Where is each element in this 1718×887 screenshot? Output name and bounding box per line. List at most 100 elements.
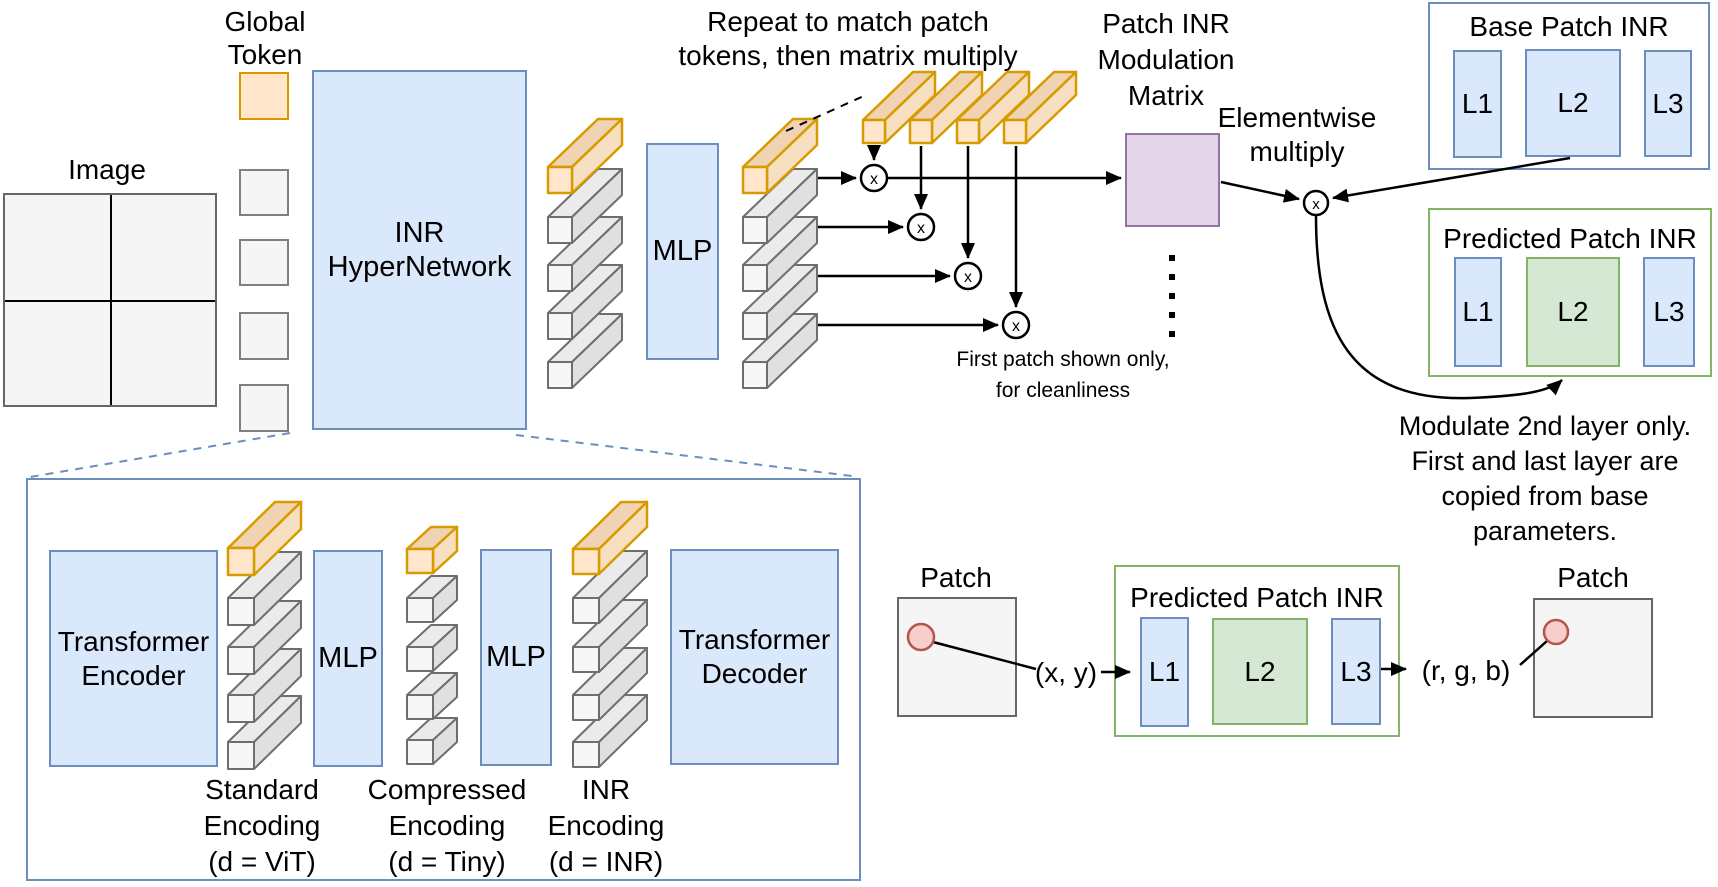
token-bar-face	[570, 117, 624, 195]
token-bar-face	[977, 70, 1031, 145]
rgb-output-label: (r, g, b)	[1421, 655, 1511, 686]
token-bar-face	[908, 70, 984, 122]
token-bar-face	[861, 70, 937, 122]
dashed-repeat-line	[785, 94, 867, 132]
token-bar-face	[547, 312, 573, 340]
token-bar-face	[883, 70, 937, 145]
token-bar-face	[742, 361, 768, 389]
elementwise-multiply-node: x	[1302, 189, 1330, 217]
base-layer-l3: L3	[1644, 50, 1692, 157]
token-bar-face	[571, 216, 623, 292]
token-bar-face	[861, 118, 887, 145]
dashed-zoom-left	[29, 432, 291, 478]
predicted-layer-l1: L1	[1454, 257, 1502, 367]
inference-layer-l2: L2	[1212, 618, 1308, 725]
token-bar-face	[547, 264, 573, 292]
token-bar-face	[930, 70, 984, 145]
standard-encoding-label: Standard Encoding (d = ViT)	[203, 774, 321, 877]
patch-token-square	[239, 239, 289, 286]
patch-token-square	[239, 169, 289, 216]
token-bar-face	[955, 118, 981, 145]
multiply-symbol: x	[870, 171, 878, 188]
image-grid-hline	[5, 300, 215, 302]
token-bar-face	[546, 117, 624, 169]
token-bar-face	[1002, 118, 1028, 145]
token-bar-face	[908, 118, 934, 145]
image-label: Image	[68, 154, 146, 185]
elementwise-multiply-label: Elementwise multiply	[1217, 102, 1377, 167]
image-thumbnail	[3, 193, 217, 407]
multiply-symbol: x	[1312, 196, 1320, 213]
token-bar-face	[571, 264, 623, 340]
token-bar-face	[741, 165, 769, 195]
inr-hypernetwork-box: INR HyperNetwork	[312, 70, 527, 430]
token-bar-face	[741, 117, 819, 169]
token-bar-face	[765, 117, 819, 195]
token-bar-face	[742, 168, 818, 218]
token-bar-face	[742, 264, 768, 292]
predicted-patch-inr-title: Predicted Patch INR	[1443, 223, 1697, 254]
repeat-note: Repeat to match patch tokens, then matri…	[678, 6, 1018, 71]
token-bar-face	[571, 168, 623, 244]
token-bar-face	[742, 312, 768, 340]
token-bar-face	[547, 168, 623, 218]
base-layer-l2: L2	[1525, 49, 1621, 157]
patch-token-square	[239, 384, 289, 432]
base-patch-inr-title: Base Patch INR	[1469, 11, 1669, 42]
inference-predicted-patch-inr-box: Predicted Patch INR L1 L2 L3	[1114, 565, 1400, 737]
dashed-zoom-right	[515, 434, 853, 477]
predicted-layer-l3: L3	[1643, 257, 1695, 367]
multiply-symbol: x	[917, 220, 925, 237]
multiply-symbol: x	[1012, 318, 1020, 335]
inr-encoding-label: INR Encoding (d = INR)	[547, 774, 665, 877]
token-bar-face	[742, 313, 818, 363]
token-bar-face	[742, 216, 768, 244]
token-bar-face	[766, 216, 818, 292]
multiply-node: x	[953, 261, 983, 291]
inference-layer-l1: L1	[1140, 617, 1189, 727]
multiply-node: x	[1001, 310, 1031, 340]
token-bar-face	[547, 313, 623, 363]
token-bar-face	[955, 70, 1031, 122]
xy-coordinate-label: (x, y)	[1034, 657, 1098, 688]
token-bar-face	[547, 264, 623, 314]
patch-square-right	[1533, 598, 1653, 718]
token-bar-face	[547, 216, 623, 266]
token-bar-face	[766, 168, 818, 244]
token-bar-face	[571, 313, 623, 389]
base-layer-l1: L1	[1453, 50, 1502, 158]
patch-square-left	[897, 597, 1017, 717]
patch-label-right: Patch	[1557, 562, 1629, 593]
token-bar-face	[547, 361, 573, 389]
inference-layer-l3: L3	[1331, 618, 1381, 725]
global-token	[239, 72, 289, 120]
inference-predicted-title: Predicted Patch INR	[1130, 582, 1384, 613]
first-patch-note: First patch shown only, for cleanliness	[956, 348, 1170, 402]
token-bar-face	[766, 313, 818, 389]
detail-mlp1-box: MLP	[313, 550, 383, 767]
multiply-node: x	[906, 212, 936, 242]
transformer-encoder-box: Transformer Encoder	[49, 550, 218, 767]
token-bar-face	[547, 216, 573, 244]
detail-zoom-connectors	[29, 432, 853, 478]
predicted-layer-l2: L2	[1526, 257, 1620, 367]
predicted-patch-inr-box: Predicted Patch INR L1 L2 L3	[1428, 208, 1712, 377]
compressed-encoding-label: Compressed Encoding (d = Tiny)	[367, 774, 527, 877]
detail-mlp2-box: MLP	[480, 549, 552, 766]
transformer-decoder-box: Transformer Decoder	[670, 549, 839, 765]
modulation-matrix-label: Patch INR Modulation Matrix	[1097, 8, 1235, 111]
modulation-matrix	[1125, 133, 1220, 227]
matrix-ellipsis	[1169, 255, 1175, 337]
multiply-node: x	[859, 163, 889, 193]
token-bar-face	[546, 165, 574, 195]
multiply-symbol: x	[964, 269, 972, 286]
token-bar-face	[766, 264, 818, 340]
token-bar-face	[742, 216, 818, 266]
arrow-matrix-to-elementwise	[1220, 180, 1300, 203]
modulate-note: Modulate 2nd layer only. First and last …	[1398, 411, 1692, 546]
multiply-nodes: x x x x x	[859, 163, 1330, 340]
token-bar-face	[742, 264, 818, 314]
patch-token-square	[239, 312, 289, 360]
mlp-box: MLP	[646, 143, 719, 360]
